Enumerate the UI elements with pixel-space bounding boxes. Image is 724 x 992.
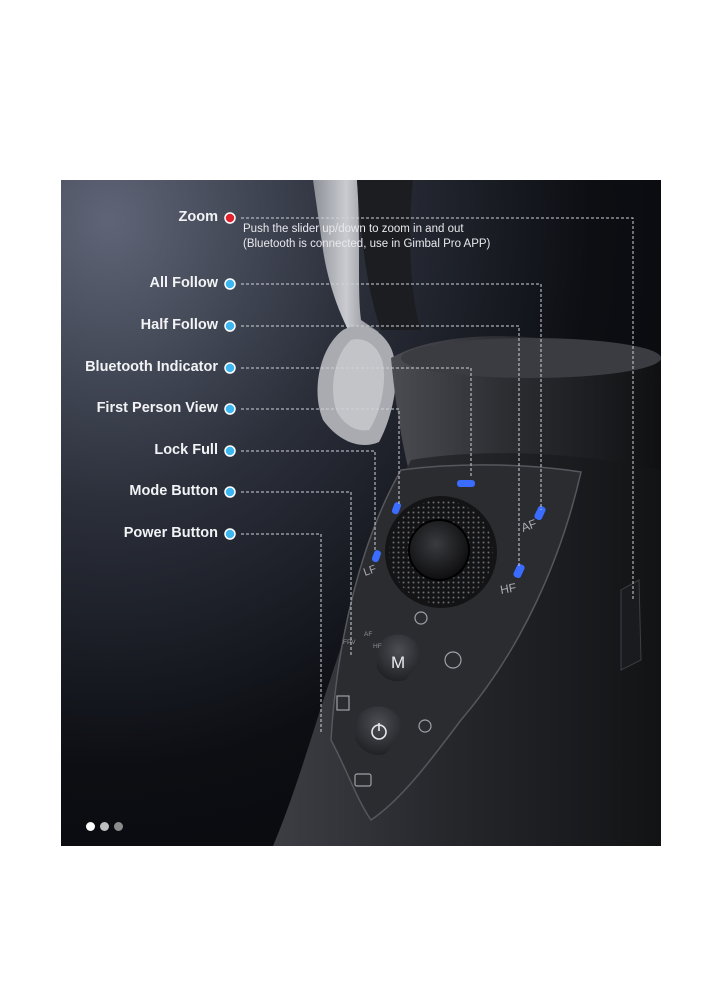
led-lock-full xyxy=(391,502,401,515)
label-first-person-view: First Person View xyxy=(96,400,218,416)
carousel-dot-2[interactable] xyxy=(100,822,109,831)
joystick xyxy=(408,519,470,581)
mode-button xyxy=(377,634,421,682)
label-mode-button: Mode Button xyxy=(129,483,218,499)
lf-mark: LF xyxy=(362,563,378,579)
label-zoom: Zoom xyxy=(178,209,218,225)
led-all-follow xyxy=(534,505,546,521)
leader-lines xyxy=(241,217,634,732)
flip-icon xyxy=(336,695,350,711)
hf-mark: HF xyxy=(499,580,517,597)
led-fpv xyxy=(371,550,381,563)
led-bluetooth xyxy=(457,480,475,487)
mode-hf-text: HF xyxy=(373,643,382,650)
label-half-follow: Half Follow xyxy=(140,317,218,333)
gimbal-illustration: AF HF LF M AF HF FPV xyxy=(241,180,661,846)
mode-fpv-text: FPV xyxy=(343,639,356,646)
label-bluetooth-indicator: Bluetooth Indicator xyxy=(85,359,218,375)
pano-icon xyxy=(444,651,462,669)
label-power-button: Power Button xyxy=(123,525,218,541)
mode-key-label: M xyxy=(391,653,405,672)
zoom-description-line2: (Bluetooth is connected, use in Gimbal P… xyxy=(243,238,491,250)
rotate-icon xyxy=(418,719,432,733)
label-lock-full: Lock Full xyxy=(154,442,218,458)
label-all-follow: All Follow xyxy=(149,275,218,291)
recenter-icon xyxy=(414,611,428,625)
led-half-follow xyxy=(513,563,525,579)
zoom-description: Push the slider up/down to zoom in and o… xyxy=(243,222,490,252)
gimbal-arm xyxy=(313,180,379,350)
mode-af-text: AF xyxy=(364,631,372,638)
carousel-dot-1[interactable] xyxy=(86,822,95,831)
carousel-dot-3[interactable] xyxy=(114,822,123,831)
carousel-indicator[interactable] xyxy=(86,822,123,831)
zoom-description-line1: Push the slider up/down to zoom in and o… xyxy=(243,223,464,235)
zoom-slider xyxy=(620,579,642,671)
af-mark: AF xyxy=(519,516,538,534)
camera-switch-icon xyxy=(354,773,372,787)
product-image-panel: AF HF LF M AF HF FPV Zoom All Follow Hal… xyxy=(61,180,661,846)
